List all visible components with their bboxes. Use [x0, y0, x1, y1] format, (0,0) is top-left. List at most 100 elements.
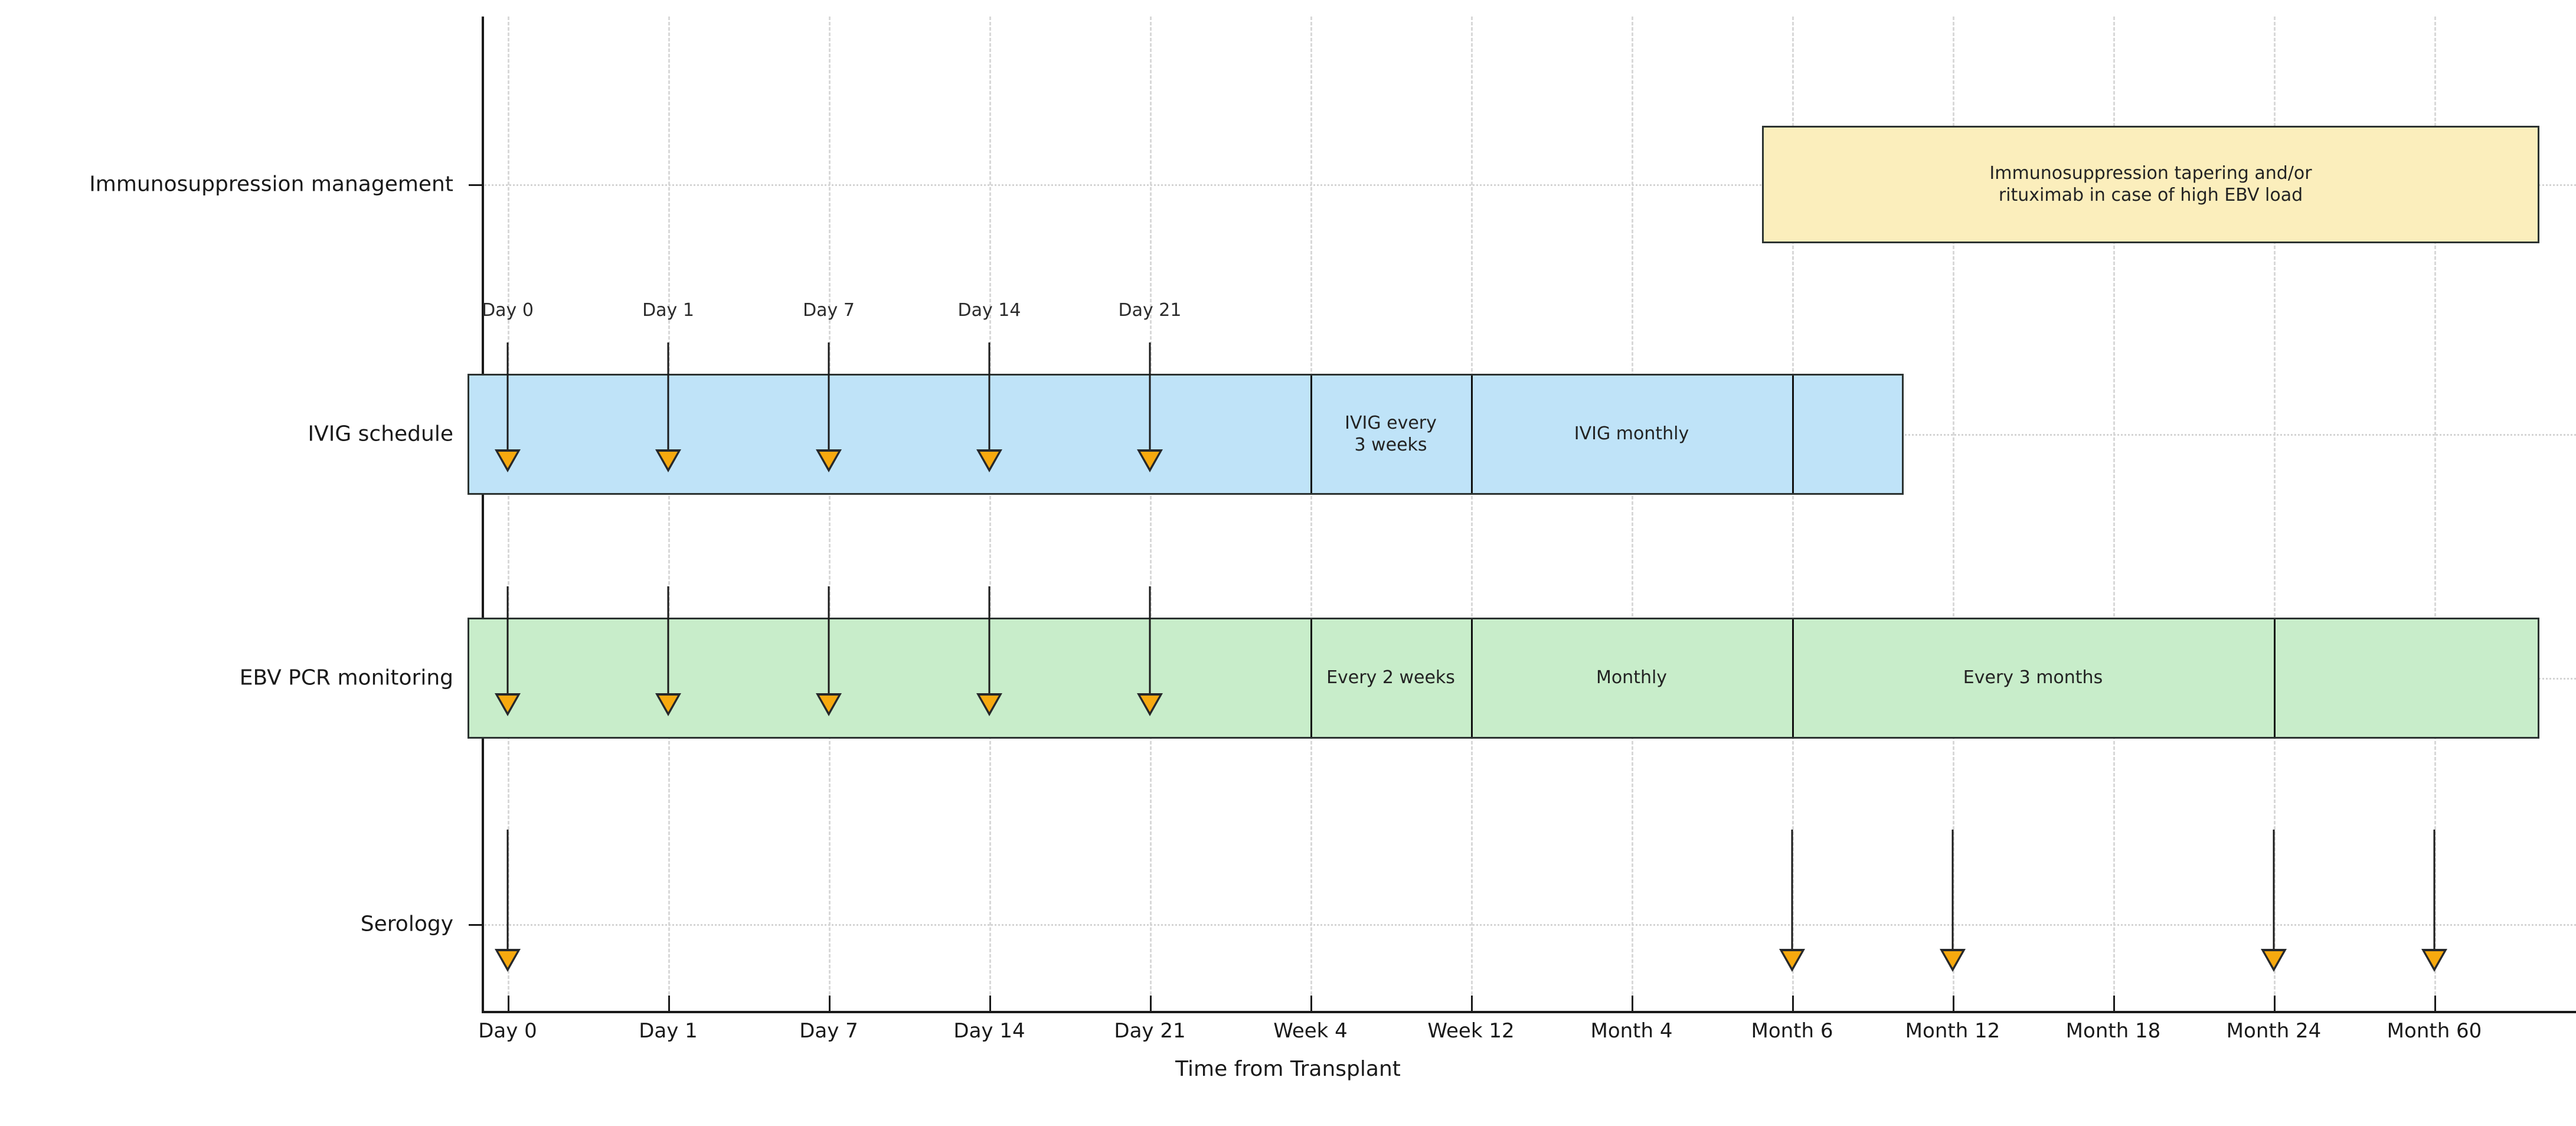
x-tick	[2434, 996, 2436, 1011]
x-tick-label-month-4: Month 4	[1590, 1019, 1673, 1043]
arrow-stem	[506, 830, 509, 949]
arrow-head	[1943, 951, 1962, 968]
ebv-segment-monthly: Monthly	[1471, 619, 1792, 737]
y-tick	[469, 924, 483, 926]
immunosuppression-bar-label: Immunosuppression tapering and/or rituxi…	[1764, 128, 2538, 241]
ivig-divider-month-6	[1792, 376, 1794, 493]
ebv-pcr-bar: Every 2 weeks Monthly Every 3 months	[468, 618, 2539, 739]
gridline-vertical	[2274, 17, 2276, 1011]
gridline-vertical	[1310, 17, 1312, 1011]
y-axis-label-serology: Serology	[360, 912, 453, 936]
x-axis-title: Time from Transplant	[1175, 1057, 1401, 1081]
arrow-stem	[988, 342, 990, 450]
gridline-vertical	[2113, 17, 2115, 1011]
arrow-stem	[2433, 830, 2436, 949]
ivig-segment-every-3-weeks-label: IVIG every 3 weeks	[1345, 412, 1437, 455]
y-tick	[469, 184, 483, 186]
ivig-segment-every-3-weeks: IVIG every 3 weeks	[1310, 376, 1471, 493]
arrow-stem	[828, 586, 830, 694]
ebv-divider-month-24	[2274, 619, 2276, 737]
gridline-vertical	[668, 17, 670, 1011]
arrow-stem	[2273, 830, 2275, 949]
x-tick-label-day-0: Day 0	[478, 1019, 537, 1043]
gridline-vertical	[2434, 17, 2436, 1011]
arrow-head	[819, 452, 838, 468]
x-tick-label-day-21: Day 21	[1114, 1019, 1186, 1043]
x-tick-label-month-6: Month 6	[1751, 1019, 1833, 1043]
ebv-segment-every-3-months-label: Every 3 months	[1963, 667, 2103, 688]
gridline-vertical	[1632, 17, 1633, 1011]
gridline-vertical	[989, 17, 991, 1011]
arrow-stem	[1149, 342, 1151, 450]
arrow-head	[819, 696, 838, 712]
ebv-divider-week-12	[1471, 619, 1473, 737]
ivig-segment-monthly-label: IVIG monthly	[1574, 423, 1689, 445]
gridline-horizontal	[482, 924, 2576, 926]
ebv-divider-week-4	[1310, 619, 1312, 737]
gridline-vertical	[1792, 17, 1794, 1011]
x-tick-label-day-7: Day 7	[799, 1019, 858, 1043]
ivig-segment-monthly: IVIG monthly	[1471, 376, 1792, 493]
y-axis-label-immunosuppression-management: Immunosuppression management	[89, 172, 453, 197]
x-tick	[2274, 996, 2276, 1011]
ivig-divider-week-4	[1310, 376, 1312, 493]
day-annotation-day-14: Day 14	[957, 300, 1021, 321]
x-tick-label-month-60: Month 60	[2387, 1019, 2482, 1043]
x-tick	[1471, 996, 1473, 1011]
arrow-stem	[1149, 586, 1151, 694]
arrow-head	[498, 452, 517, 468]
gridline-vertical	[1471, 17, 1473, 1011]
arrow-stem	[1791, 830, 1793, 949]
x-tick-label-day-1: Day 1	[639, 1019, 698, 1043]
gridline-vertical	[508, 17, 509, 1011]
x-axis-spine	[482, 1011, 2576, 1013]
arrow-stem	[667, 342, 669, 450]
arrow-stem	[1951, 830, 1954, 949]
ebv-segment-every-2-weeks-label: Every 2 weeks	[1326, 667, 1455, 688]
x-tick	[1310, 996, 1312, 1011]
day-annotation-day-7: Day 7	[803, 300, 855, 321]
arrow-head	[980, 452, 999, 468]
ebv-segment-every-3-months: Every 3 months	[1792, 619, 2274, 737]
arrow-stem	[506, 342, 509, 450]
x-tick-label-week-4: Week 4	[1273, 1019, 1348, 1043]
immunosuppression-bar: Immunosuppression tapering and/or rituxi…	[1762, 126, 2539, 243]
arrow-stem	[506, 586, 509, 694]
day-annotation-day-21: Day 21	[1118, 300, 1182, 321]
immunosuppression-bar-text: Immunosuppression tapering and/or rituxi…	[1989, 162, 2312, 205]
x-tick	[1150, 996, 1152, 1011]
gridline-vertical	[1953, 17, 1954, 1011]
arrow-head	[1140, 696, 1159, 712]
ebv-divider-month-6	[1792, 619, 1794, 737]
arrow-stem	[828, 342, 830, 450]
arrow-head	[659, 452, 678, 468]
y-axis-label-ebv-pcr-monitoring: EBV PCR monitoring	[239, 665, 453, 690]
x-tick-label-month-12: Month 12	[1905, 1019, 2000, 1043]
x-tick-label-day-14: Day 14	[953, 1019, 1025, 1043]
y-axis-label-ivig-schedule: IVIG schedule	[308, 422, 453, 446]
x-tick	[508, 996, 509, 1011]
arrow-head	[1140, 452, 1159, 468]
arrow-head	[980, 696, 999, 712]
arrow-head	[498, 951, 517, 968]
ebv-segment-every-2-weeks: Every 2 weeks	[1310, 619, 1471, 737]
ivig-bar: IVIG every 3 weeks IVIG monthly	[468, 374, 1904, 495]
x-tick	[2113, 996, 2115, 1011]
arrow-stem	[667, 586, 669, 694]
x-tick	[668, 996, 670, 1011]
gridline-vertical	[829, 17, 831, 1011]
x-tick-label-month-24: Month 24	[2226, 1019, 2322, 1043]
x-tick	[1632, 996, 1633, 1011]
y-axis-spine	[482, 17, 484, 1013]
x-tick-label-week-12: Week 12	[1427, 1019, 1515, 1043]
x-tick	[989, 996, 991, 1011]
x-tick	[1953, 996, 1954, 1011]
arrow-head	[2264, 951, 2283, 968]
x-tick	[1792, 996, 1794, 1011]
day-annotation-day-0: Day 0	[482, 300, 534, 321]
day-annotation-day-1: Day 1	[642, 300, 694, 321]
gridline-horizontal	[482, 184, 2576, 186]
ebv-segment-monthly-label: Monthly	[1596, 667, 1668, 688]
x-tick-label-month-18: Month 18	[2065, 1019, 2161, 1043]
